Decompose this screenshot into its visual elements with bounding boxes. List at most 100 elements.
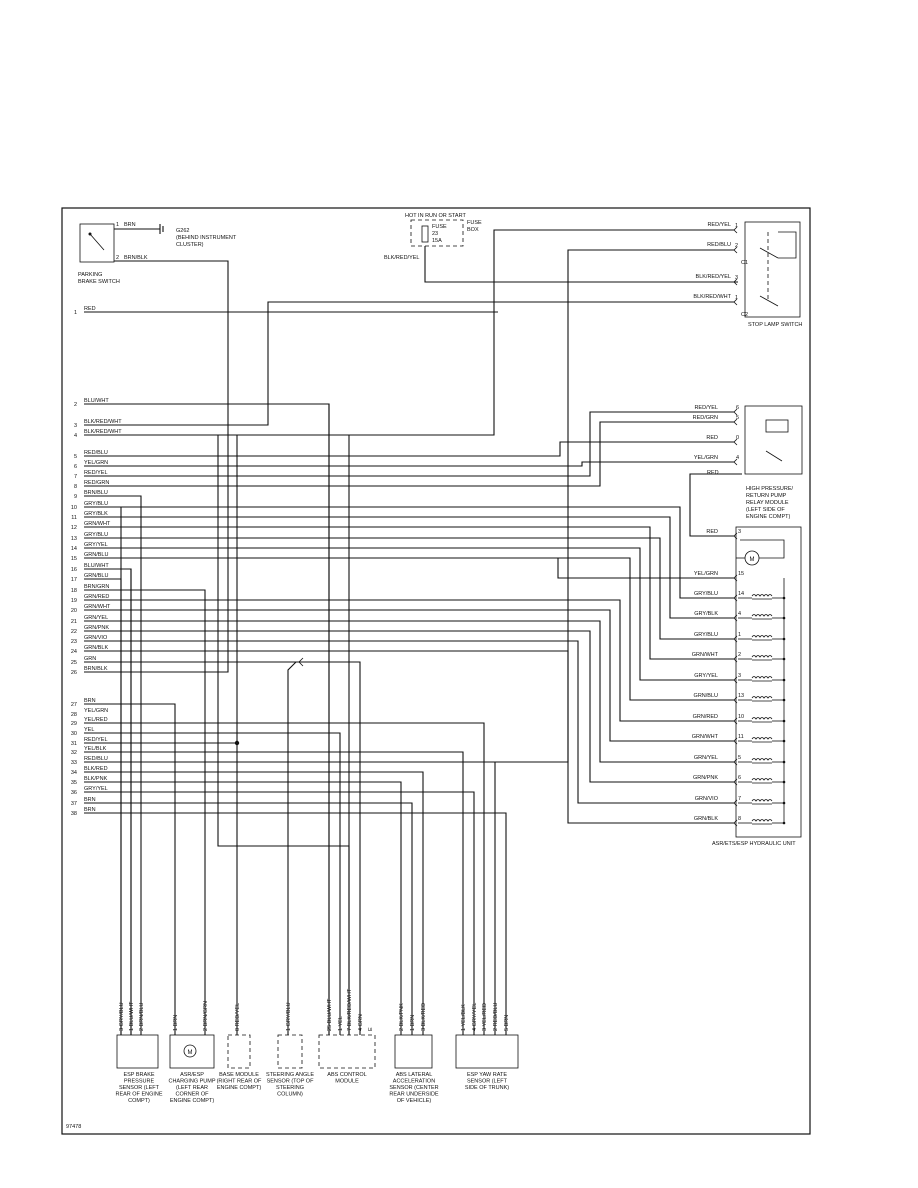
module-pin-number: 2	[74, 402, 77, 408]
module-pin-number: 36	[71, 790, 77, 796]
wire-to-component	[84, 495, 142, 1035]
pin-number: 11	[738, 734, 744, 740]
connector-mark	[733, 737, 738, 745]
module-pin-wire: GRN/WHT	[84, 521, 111, 527]
wire-label: BRN	[124, 222, 136, 228]
module-pin-number: 27	[71, 702, 77, 708]
valve-coil	[751, 819, 773, 822]
module-pin-number: 33	[71, 760, 77, 766]
module-pin-number: 8	[74, 484, 77, 490]
module-pin-wire: GRN/BLK	[84, 645, 108, 651]
component-pin-label: 1 YEL/BLK	[461, 1004, 467, 1031]
module-pin-wire: GRN/PNK	[84, 625, 109, 631]
fuse-number: 23	[432, 231, 438, 237]
wires	[84, 228, 742, 1035]
wire-label: GRN/BLU	[694, 693, 718, 699]
connector-mark	[733, 458, 738, 466]
wire-red-blu-stop	[84, 249, 734, 763]
valve-coil	[751, 614, 773, 617]
component-label: ENGINE COMPT)	[217, 1085, 261, 1091]
component-pin-label: 3 YEL/RED	[482, 1003, 488, 1031]
wire-to-hydraulic	[84, 609, 734, 742]
component-label: ESP YAW RATE	[467, 1072, 507, 1078]
pin-number: 4	[736, 455, 739, 461]
wire-label: GRN/WHT	[692, 652, 719, 658]
relay-coil	[765, 419, 789, 433]
module-pin-wire: BRN	[84, 797, 96, 803]
pin-number: 2	[116, 255, 119, 261]
steering-angle-sensor	[277, 1034, 303, 1069]
component-pin-label: 25 BLU/WHT	[327, 998, 333, 1031]
valve-node	[782, 596, 786, 600]
pin-number: 5	[738, 755, 741, 761]
module-pin-number: 22	[71, 629, 77, 635]
pin-number: 5	[736, 415, 739, 421]
module-pin-wire: GRY/BLU	[84, 501, 108, 507]
component-label: BASE MODULE	[219, 1072, 259, 1078]
ground-label: CLUSTER)	[176, 242, 204, 248]
component-label: STEERING	[276, 1085, 304, 1091]
charging-pump	[169, 1034, 215, 1069]
module-pin-number: 15	[71, 556, 77, 562]
wire-to-component	[84, 589, 206, 1035]
wire-yel-grn	[84, 461, 734, 467]
parking-brake-switch	[79, 223, 115, 263]
module-pin-number: 5	[74, 454, 77, 460]
module-pin-number: 16	[71, 567, 77, 573]
pin-number: 2	[735, 243, 738, 249]
module-pin-number: 31	[71, 741, 77, 747]
component-label: REAR UNDERSIDE	[389, 1092, 439, 1098]
module-pin-number: 34	[71, 770, 77, 776]
component-pin-label: 8 RED/YEL	[235, 1003, 241, 1031]
fuse-box-label: FUSE	[467, 220, 482, 226]
wire-to-component	[84, 661, 361, 1035]
module-pin-wire: BRN	[84, 807, 96, 813]
component-label: SENSOR (LEFT	[119, 1085, 160, 1091]
component-label: (LEFT SIDE OF	[746, 507, 785, 513]
components	[79, 219, 803, 1069]
component-pin-label: 3 GRY/BLU	[119, 1002, 125, 1031]
relay-contact	[765, 450, 783, 462]
connector-mark	[733, 532, 738, 540]
module-pin-number: 38	[71, 811, 77, 817]
component-label: ACCELERATION	[393, 1079, 435, 1085]
pin-number: 3	[738, 529, 741, 535]
wire-label: RED	[706, 529, 718, 535]
connector-mark	[733, 226, 738, 234]
module-pin-wire: GRY/BLU	[84, 532, 108, 538]
connector-mark	[733, 298, 738, 306]
valve-coil	[751, 676, 773, 679]
valve-node	[782, 801, 786, 805]
wire-red-grn	[84, 421, 734, 487]
module-pin-number: 35	[71, 780, 77, 786]
connector-mark	[298, 657, 304, 667]
wire-label: RED/YEL	[694, 405, 718, 411]
component-pin-label: 1 BRN	[173, 1015, 179, 1031]
wire-label: GRN/VIO	[695, 796, 719, 802]
component-pin-label: 2 BRN/GRN	[203, 1001, 209, 1031]
module-pin-wire: BRN/GRN	[84, 584, 109, 590]
valve-coil	[751, 778, 773, 781]
module-pin-wire: GRY/YEL	[84, 786, 108, 792]
valve-node	[782, 616, 786, 620]
module-pin-wire: BLK/PNK	[84, 776, 108, 782]
wire-label: GRY/BLU	[694, 591, 718, 597]
switch-blade	[759, 247, 779, 259]
wire-to-component	[84, 812, 507, 1035]
valve-node	[782, 821, 786, 825]
switch-internal	[778, 231, 797, 259]
wire-red-blu-main	[84, 441, 734, 457]
component-label: ASR/ESP	[180, 1072, 204, 1078]
wire-label: GRN/WHT	[692, 734, 719, 740]
fuse-header: HOT IN RUN OR START	[405, 213, 466, 219]
module-pin-wire: BLK/RED/WHT	[84, 429, 122, 435]
valve-node	[782, 739, 786, 743]
module-pin-number: 26	[71, 670, 77, 676]
wire-to-component	[84, 434, 350, 1035]
relay-module	[744, 405, 803, 475]
wire-to-component	[84, 791, 475, 1035]
module-pin-wire: BRN	[84, 698, 96, 704]
module-pin-number: 30	[71, 731, 77, 737]
module-pin-number: 21	[71, 619, 77, 625]
connector-mark	[733, 418, 738, 426]
